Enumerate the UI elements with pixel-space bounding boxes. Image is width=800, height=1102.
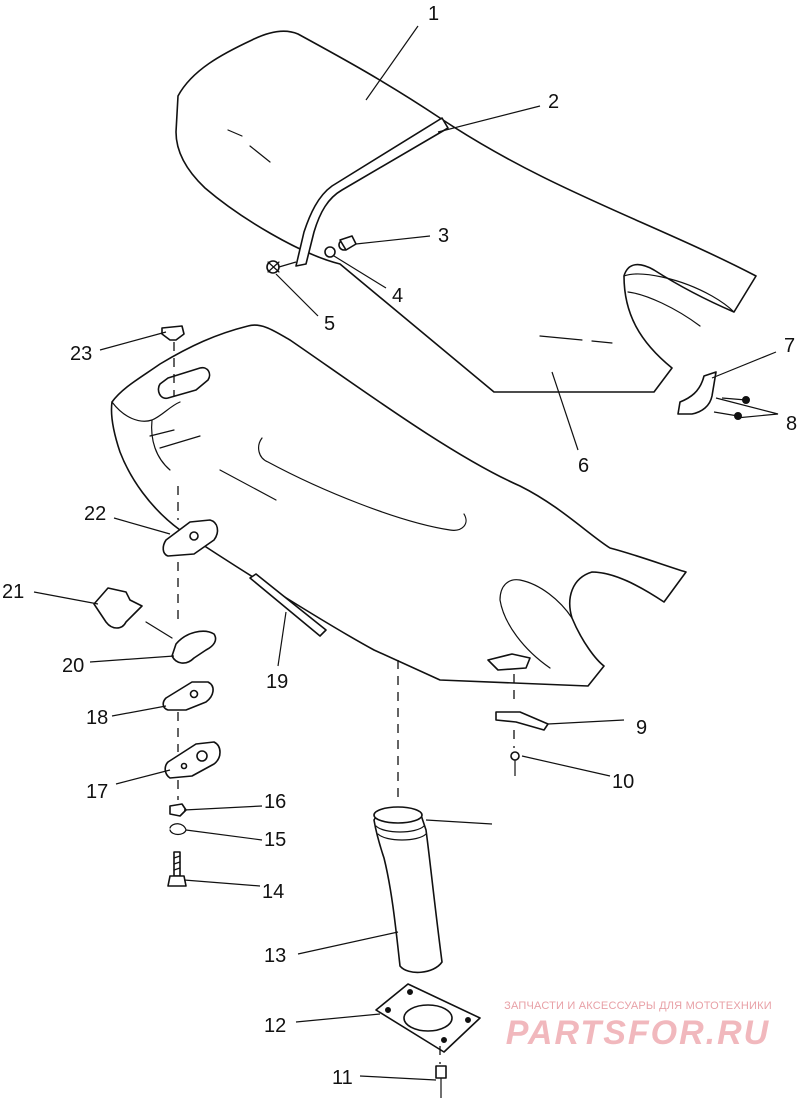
callout-4: 4: [392, 285, 403, 307]
callout-7: 7: [784, 335, 795, 357]
seat-base-pan: [110, 324, 687, 687]
washer-nut-bolt: [167, 803, 187, 887]
mounting-flange: [375, 983, 481, 1064]
mount-plate: [162, 681, 214, 752]
callout-17: 17: [86, 781, 108, 803]
watermark-logo: ЗАПЧАСТИ И АКСЕССУАРЫ ДЛЯ МОТОТЕХНИКИ PA…: [488, 1000, 788, 1053]
callout-8: 8: [786, 413, 797, 435]
callout-6: 6: [578, 455, 589, 477]
front-bracket: [487, 653, 549, 748]
callout-labels: 1 2 3 4 5 6 7 8 9 10 11 12 13 14 15 16 1…: [2, 3, 797, 1089]
callout-leaders: [33, 25, 779, 1081]
callout-15: 15: [264, 829, 286, 851]
seat-assembly: [175, 30, 757, 393]
callout-13: 13: [264, 945, 286, 967]
callout-21: 21: [2, 581, 24, 603]
callout-5: 5: [324, 313, 335, 335]
bracket-screws: [713, 396, 750, 420]
callout-14: 14: [262, 881, 284, 903]
callout-11: 11: [332, 1067, 353, 1089]
callout-23: 23: [70, 343, 92, 365]
callout-18: 18: [86, 707, 108, 729]
callout-2: 2: [548, 91, 559, 113]
callout-22: 22: [84, 503, 106, 525]
callout-10: 10: [612, 771, 634, 793]
latch-clip: [93, 587, 173, 639]
watermark-tagline: ЗАПЧАСТИ И АКСЕССУАРЫ ДЛЯ МОТОТЕХНИКИ: [504, 1000, 772, 1012]
callout-9: 9: [636, 717, 647, 739]
grommet-part: [161, 325, 185, 396]
flange-fastener: [435, 1065, 447, 1098]
watermark-brand: PARTSFOR.RU: [505, 1014, 771, 1052]
callout-19: 19: [266, 671, 288, 693]
seat-strap: [295, 117, 449, 267]
front-screw: [510, 751, 520, 776]
callout-1: 1: [428, 3, 439, 25]
seat-latch-bracket: [677, 371, 717, 415]
latch-hook: [171, 630, 217, 664]
mount-bracket-upper: [162, 486, 219, 620]
callout-20: 20: [62, 655, 84, 677]
callout-16: 16: [264, 791, 286, 813]
air-intake-tube: [373, 660, 443, 974]
mount-base: [164, 741, 221, 800]
callout-12: 12: [264, 1015, 286, 1037]
trim-strip: [249, 573, 327, 637]
callout-3: 3: [438, 225, 449, 247]
